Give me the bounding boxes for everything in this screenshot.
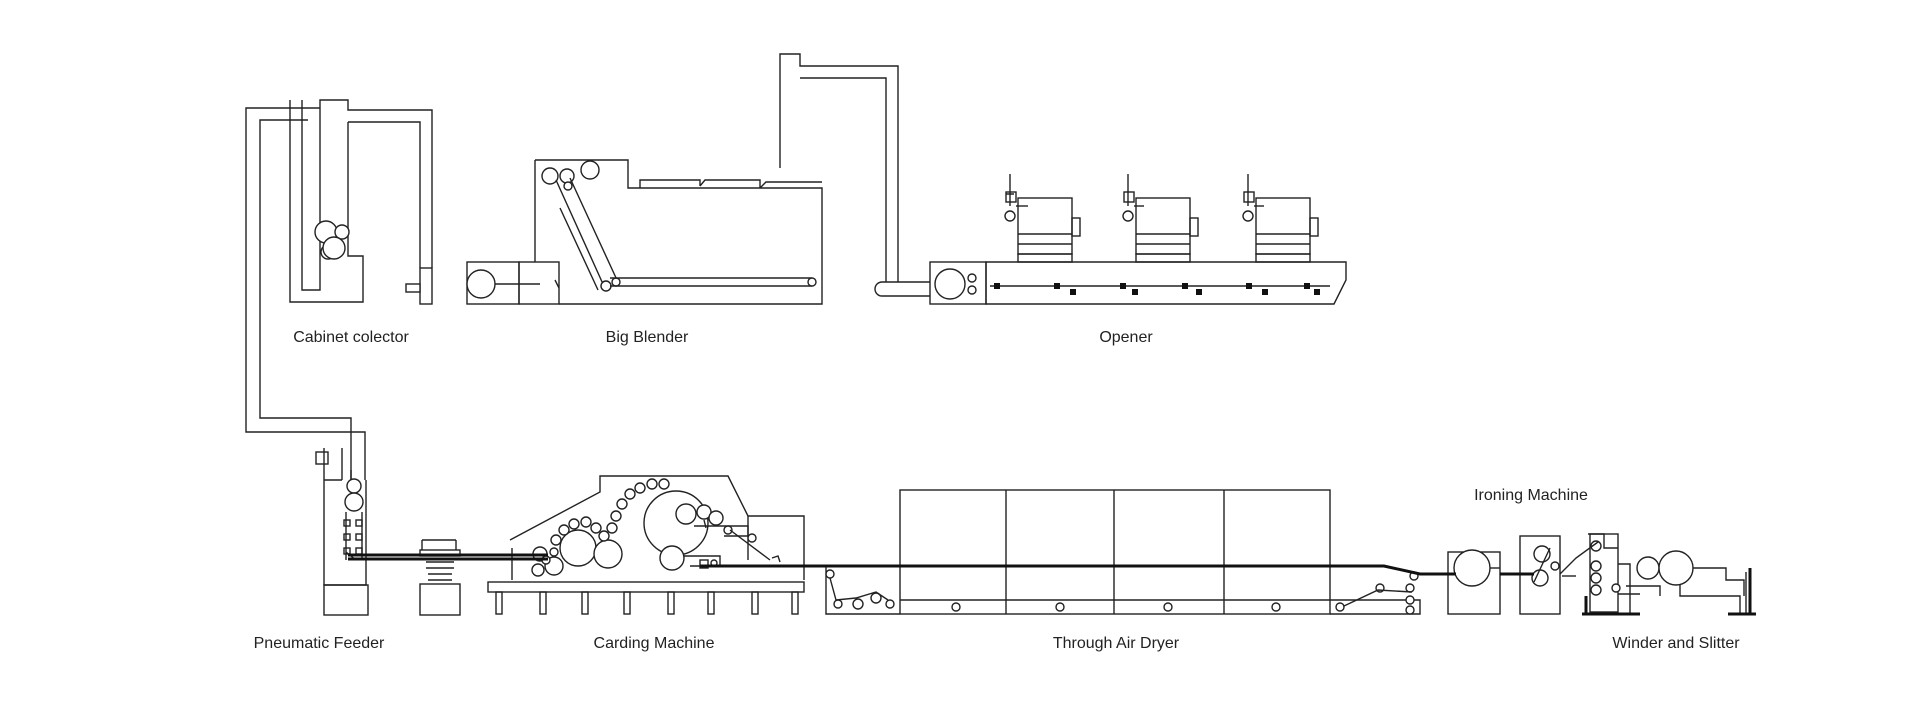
big-blender bbox=[466, 159, 823, 305]
dryer-bottom-rollers bbox=[951, 602, 1281, 612]
label-pneumatic-feeder: Pneumatic Feeder bbox=[254, 635, 385, 652]
ironing-machine bbox=[1447, 535, 1561, 615]
carding-frame-legs bbox=[495, 591, 799, 615]
winder-and-slitter bbox=[1582, 533, 1756, 616]
label-carding-machine: Carding Machine bbox=[594, 635, 715, 652]
carding-machine bbox=[487, 475, 805, 615]
opener bbox=[874, 174, 1347, 305]
opener-conveyor-lugs bbox=[994, 283, 1320, 295]
carding-worker-rolls bbox=[541, 478, 670, 565]
label-cabinet-collector: Cabinet colector bbox=[293, 329, 409, 346]
label-winder-and-slitter: Winder and Slitter bbox=[1612, 635, 1740, 652]
label-ironing-machine: Ironing Machine bbox=[1474, 487, 1588, 504]
feed-conveyor bbox=[419, 539, 461, 616]
label-big-blender: Big Blender bbox=[606, 329, 689, 346]
label-opener: Opener bbox=[1099, 329, 1153, 346]
pneumatic-feeder bbox=[315, 448, 369, 616]
air-duct-blender-to-collector bbox=[319, 99, 433, 268]
fiber-web-path bbox=[348, 541, 1599, 577]
air-duct-opener-to-blender bbox=[779, 53, 899, 282]
through-air-dryer bbox=[825, 489, 1421, 615]
opener-bale-hoppers bbox=[1004, 174, 1319, 263]
dryer-entry-rollers bbox=[825, 569, 895, 610]
air-duct-collector-to-feeder bbox=[245, 107, 366, 480]
label-through-air-dryer: Through Air Dryer bbox=[1053, 635, 1180, 652]
dryer-exit-rollers bbox=[1335, 571, 1419, 615]
cabinet-collector bbox=[289, 100, 433, 305]
